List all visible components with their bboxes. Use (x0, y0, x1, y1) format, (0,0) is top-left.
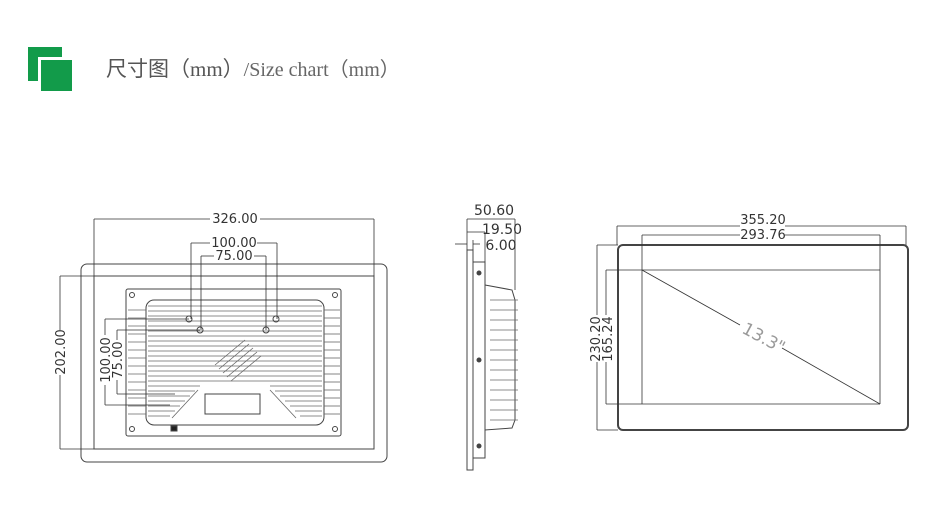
rear-width-label: 326.00 (212, 212, 258, 227)
side-bezel-depth-label: 6.00 (485, 238, 516, 254)
section-header: 尺寸图（mm）/Size chart（mm） (28, 47, 400, 91)
side-body-depth-label: 19.50 (482, 222, 522, 238)
screen-diagonal-label: 13.3" (738, 319, 788, 358)
rear-vesa-inner-v-label: 75.00 (111, 341, 126, 378)
rear-vesa-outer-v-label: 100.00 (99, 337, 114, 383)
side-total-depth-label: 50.60 (474, 203, 514, 219)
title-english: /Size chart（mm） (243, 59, 400, 81)
title-chinese: 尺寸图（mm） (106, 57, 244, 81)
front-width-label: 355.20 (740, 213, 786, 228)
front-display-height-label: 165.24 (601, 316, 616, 362)
rear-vesa-inner-h-label: 75.00 (215, 249, 252, 264)
rear-height-label: 202.00 (54, 329, 69, 375)
section-title: 尺寸图（mm）/Size chart（mm） (106, 53, 400, 83)
rear-vesa-outer-h-label: 100.00 (211, 236, 257, 251)
front-display-width-label: 293.76 (740, 228, 786, 243)
front-height-label: 230.20 (589, 316, 604, 362)
brand-squares-icon (28, 47, 74, 91)
